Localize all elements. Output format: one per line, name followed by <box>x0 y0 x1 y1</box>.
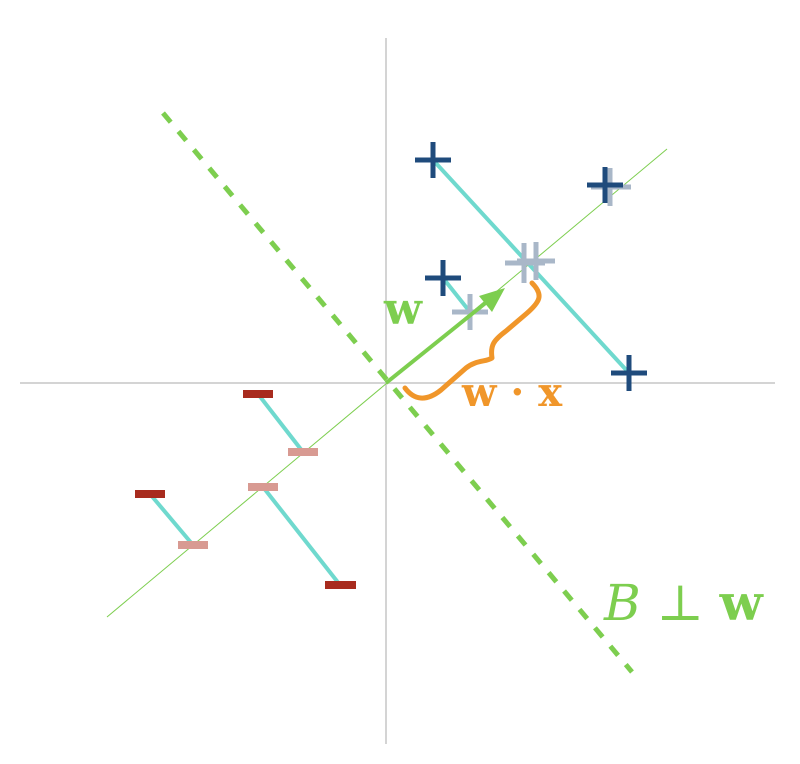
negative-markers <box>135 390 356 589</box>
projection-line <box>261 485 342 587</box>
projection-line <box>256 392 305 454</box>
dot-product-label: w · x <box>461 369 563 416</box>
dot-product-x: x <box>538 369 563 416</box>
projection-line <box>441 276 472 314</box>
positive-markers <box>415 142 647 391</box>
dot-product-w: w <box>461 369 498 416</box>
boundary-label: B ⊥ w <box>603 573 765 632</box>
boundary-label-perp: ⊥ <box>641 574 720 632</box>
weight-vector-shaft <box>384 299 490 385</box>
plus-marker-icon <box>611 355 647 391</box>
minus-marker-icon <box>243 390 273 398</box>
minus-marker-icon <box>178 541 208 549</box>
plus-marker-icon <box>587 167 623 203</box>
boundary-label-w: w <box>719 573 765 632</box>
minus-marker-icon <box>248 483 278 491</box>
minus-marker-icon <box>135 490 165 498</box>
minus-marker-icon <box>288 448 318 456</box>
plus-marker-icon <box>425 260 461 296</box>
boundary-label-B: B <box>603 574 641 632</box>
dot-product-dot: · <box>496 369 538 416</box>
weight-vector-label: w <box>383 284 423 335</box>
plus-marker-icon <box>452 294 488 330</box>
decision-boundary <box>161 111 634 674</box>
projection-line <box>148 492 195 547</box>
axes <box>20 38 775 744</box>
plus-marker-icon <box>517 242 555 280</box>
projected-negative-markers <box>178 448 318 549</box>
projection-lines <box>148 158 631 587</box>
minus-marker-icon <box>325 581 356 589</box>
weight-vector <box>384 288 505 385</box>
projection-brace <box>402 280 542 401</box>
plus-marker-icon <box>415 142 451 178</box>
projection-line <box>431 158 631 375</box>
arrowhead-icon <box>479 288 505 312</box>
